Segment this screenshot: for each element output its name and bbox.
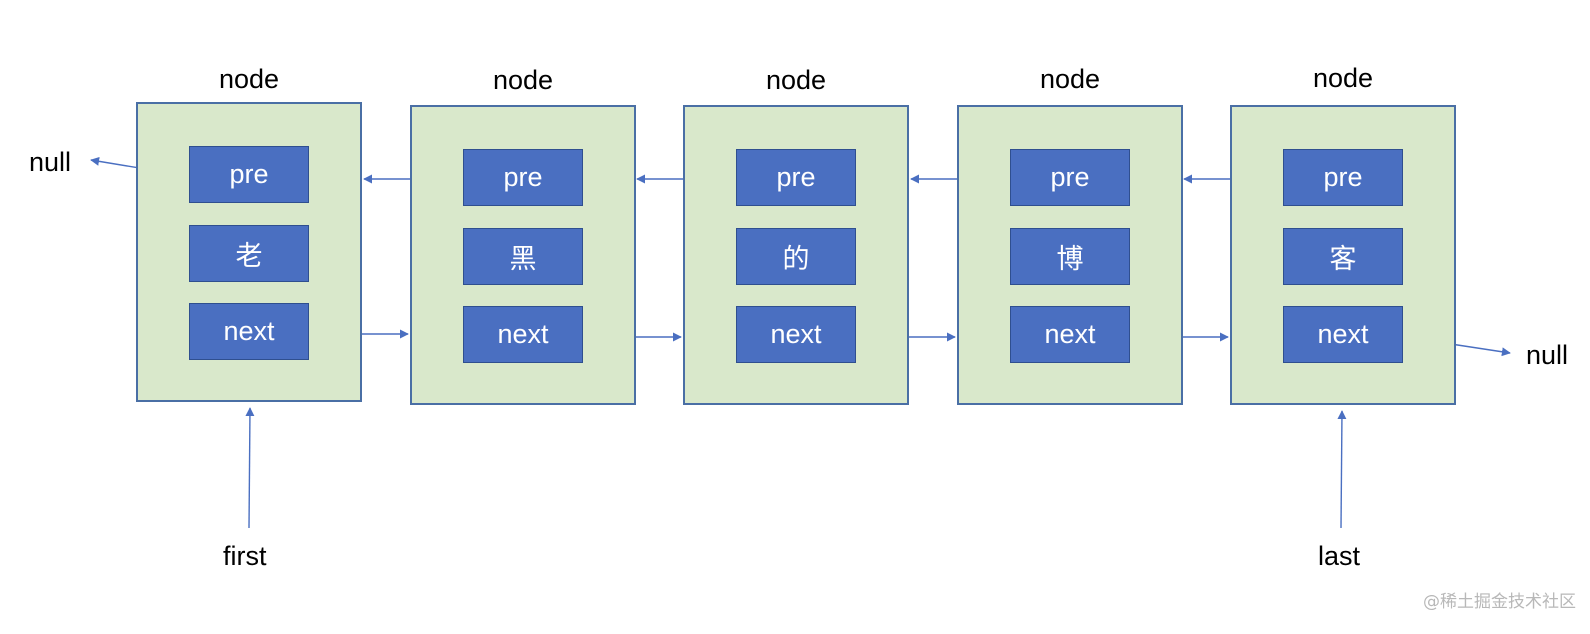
first-label: first [223, 541, 267, 571]
value-field: 博 [1010, 228, 1130, 285]
next-field: next [1283, 306, 1403, 363]
node-title: node [765, 65, 827, 95]
null-left-label: null [29, 147, 72, 177]
null-right-label: null [1526, 340, 1569, 370]
node-box: pre 客 next [1230, 105, 1456, 405]
node-title: node [1312, 63, 1374, 93]
next-field: next [736, 306, 856, 363]
last-arrow [1337, 410, 1347, 529]
value-field: 客 [1283, 228, 1403, 285]
node-box: pre 博 next [957, 105, 1183, 405]
node-title: node [492, 65, 554, 95]
value-field: 的 [736, 228, 856, 285]
node-box: pre 黑 next [410, 105, 636, 405]
node-title: node [1039, 64, 1101, 94]
pre-field: pre [189, 146, 309, 203]
value-field: 黑 [463, 228, 583, 285]
pre-field: pre [1010, 149, 1130, 206]
pre-field: pre [463, 149, 583, 206]
last-label: last [1318, 541, 1361, 571]
first-arrow [245, 407, 255, 529]
pre-field: pre [736, 149, 856, 206]
next-field: next [1010, 306, 1130, 363]
node-box: pre 的 next [683, 105, 909, 405]
next-field: next [189, 303, 309, 360]
next-field: next [463, 306, 583, 363]
pre-field: pre [1283, 149, 1403, 206]
node-box: pre 老 next [136, 102, 362, 402]
value-field: 老 [189, 225, 309, 282]
node-title: node [218, 64, 280, 94]
watermark: @稀土掘金技术社区 [1423, 592, 1576, 612]
